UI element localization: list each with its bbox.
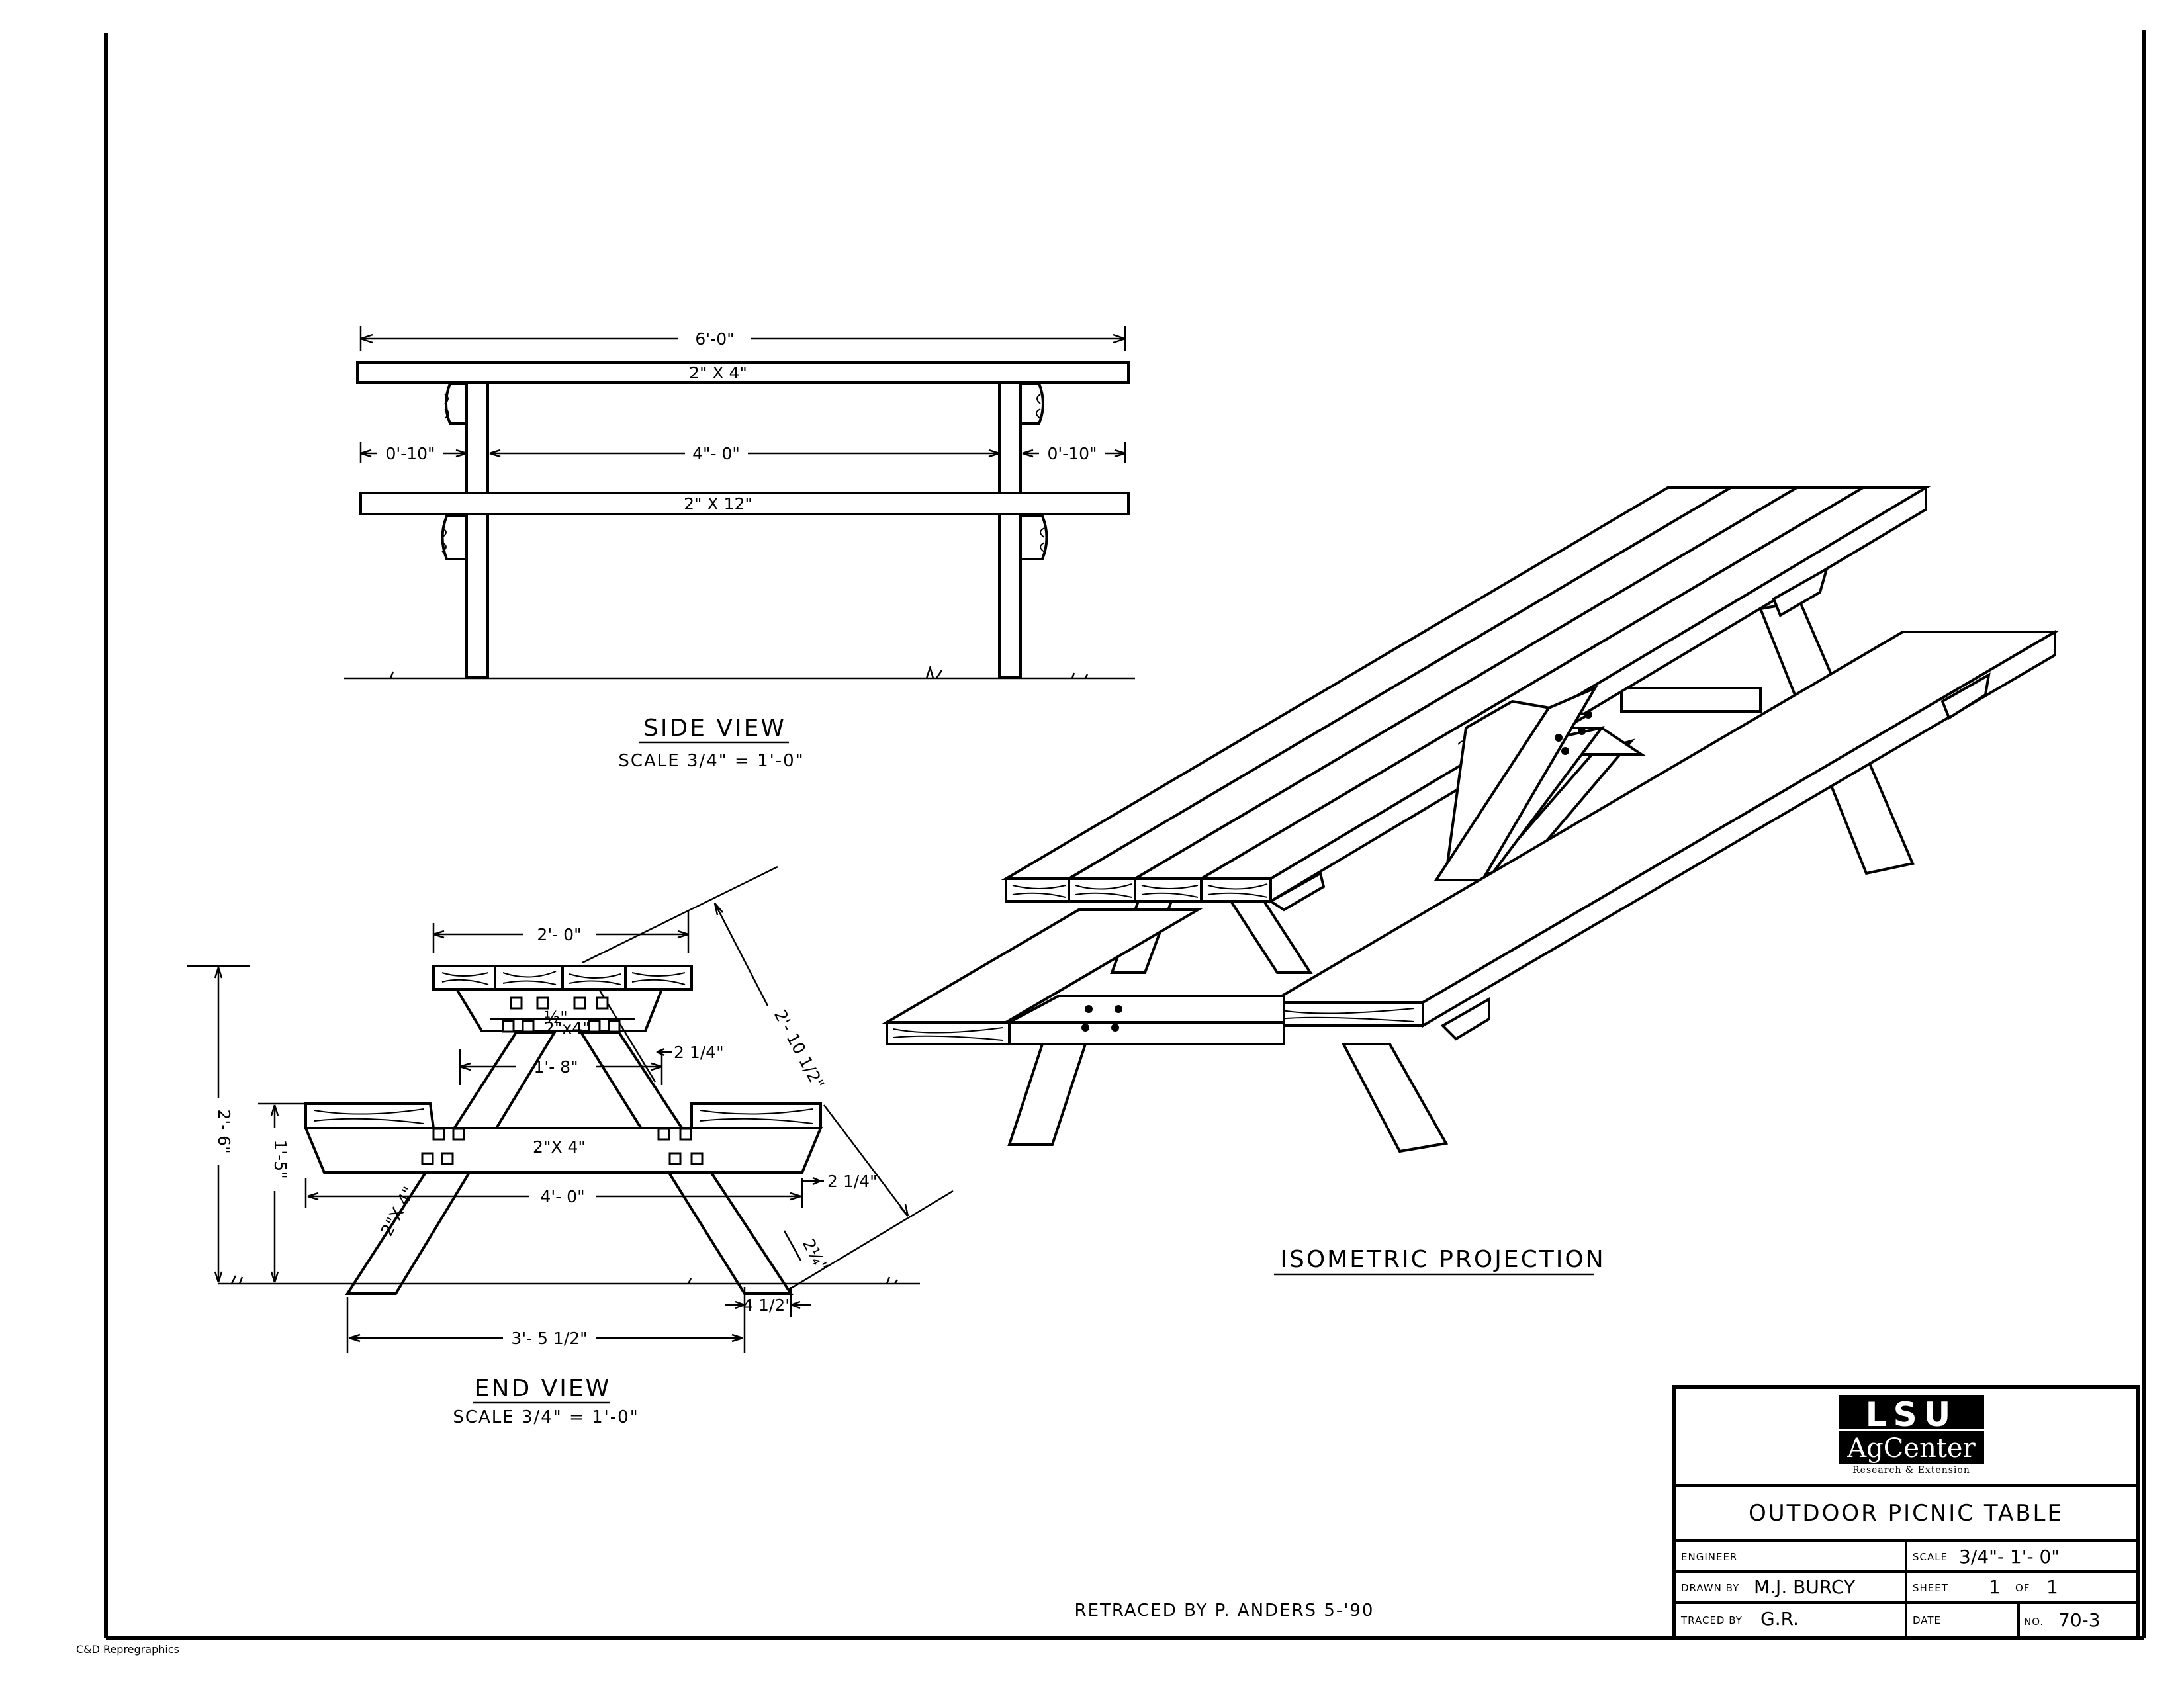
end-seat-left [304, 1102, 435, 1129]
side-leg-left [465, 381, 489, 678]
side-overall-dim: 6'-0" [695, 330, 734, 349]
iso-title: ISOMETRIC PROJECTION [1280, 1246, 1605, 1273]
end-upper-thickness-dim: 2 1/4" [674, 1043, 724, 1062]
end-seat-width-dim: 4'- 0" [540, 1187, 584, 1206]
end-leg-offset-dim: 2¼" [799, 1235, 832, 1274]
side-left-overhang-dim: 0'-10" [385, 444, 435, 463]
scale-label: SCALE [1913, 1551, 1948, 1563]
end-base-width-dim: 3'- 5 1/2" [511, 1329, 587, 1348]
iso-rear-brace [1620, 687, 1762, 713]
engineer-label: ENGINEER [1681, 1551, 1737, 1563]
end-seat-height-dim: 1'-5" [271, 1139, 290, 1178]
date-label: DATE [1913, 1615, 1941, 1626]
retraced-note: RETRACED BY P. ANDERS 5-'90 [1075, 1601, 1375, 1620]
lsu-agcenter-logo: LSU AgCenter Research & Extension [1839, 1395, 1984, 1476]
side-view-scale: SCALE 3/4" = 1'-0" [618, 751, 804, 771]
sheet-label: SHEET [1913, 1582, 1948, 1594]
printer-credit: C&D Repregraphics [76, 1643, 179, 1656]
drawing-title: OUTDOOR PICNIC TABLE [1749, 1500, 2064, 1527]
title-block: LSU AgCenter Research & Extension OUTDOO… [1672, 1385, 2140, 1640]
svg-text:AgCenter: AgCenter [1846, 1433, 1976, 1464]
iso-lower-brace [1008, 1021, 1285, 1045]
drawn-label: DRAWN BY [1681, 1582, 1739, 1594]
side-right-overhang-dim: 0'-10" [1047, 444, 1097, 463]
end-view-scale: SCALE 3/4" = 1'-0" [453, 1407, 639, 1427]
traced-value: G.R. [1760, 1608, 1799, 1630]
side-leg-right [998, 381, 1022, 678]
side-seat-label: 2" X 12" [684, 494, 752, 513]
side-seat [359, 492, 1130, 515]
end-lower-thickness-dim: 2 1/4" [827, 1172, 878, 1191]
iso-top-endgrain [1005, 877, 1272, 903]
end-lower-bolts [421, 1128, 704, 1165]
drawn-value: M.J. BURCY [1754, 1576, 1856, 1598]
iso-front-leg-right [1341, 1043, 1449, 1153]
end-view-title: END VIEW [475, 1375, 611, 1402]
end-leg-width-dim: 4 1/2" [743, 1296, 793, 1315]
no-value: 70-3 [2058, 1609, 2101, 1631]
traced-label: TRACED BY [1680, 1615, 1743, 1626]
end-top-width-dim: 2'- 0" [537, 925, 581, 944]
end-overall-height-dim: 2'- 6" [214, 1109, 234, 1153]
side-span-dim: 4"- 0" [692, 444, 740, 463]
end-seat-right [690, 1102, 822, 1129]
isometric-view: 2"X 6" ISOMETRIC P [882, 485, 2060, 1276]
side-view-title: SIDE VIEW [643, 715, 786, 742]
of-label: OF [2015, 1582, 2030, 1594]
side-cleat-upper-left [445, 382, 468, 425]
side-cleat-lower-right [1019, 515, 1048, 560]
end-diagonal-dim: 2'- 10 1/2" [770, 1006, 828, 1092]
iso-front-leg-left [1007, 1043, 1087, 1146]
side-cleat-lower-left [441, 515, 468, 560]
iso-front-support-right [1228, 900, 1313, 974]
end-inner-width-dim: 1'- 8" [533, 1057, 578, 1077]
side-top-label: 2" X 4" [689, 363, 747, 382]
end-lower-brace-label: 2"X 4" [533, 1137, 586, 1157]
no-label: NO. [2024, 1616, 2044, 1628]
svg-text:LSU: LSU [1866, 1395, 1957, 1434]
end-upper-brace-label: 2"x4" [544, 1018, 590, 1038]
end-upper-bolts [502, 996, 621, 1033]
of-value: 1 [2046, 1576, 2058, 1598]
end-upper-brace-half: ½" [544, 1008, 568, 1027]
side-table-top [356, 361, 1130, 384]
sheet-value: 1 [1989, 1576, 2001, 1598]
end-view: 2'- 0" ½" 2"x4" 2 1/4" [187, 865, 954, 1427]
svg-text:Research & Extension: Research & Extension [1852, 1465, 1970, 1476]
scale-value: 3/4"- 1'- 0" [1959, 1546, 2060, 1568]
side-view: 6'-0" 2" X 4" 0'-10" 4"- 0" 0'-10" 2" X … [344, 326, 1135, 771]
